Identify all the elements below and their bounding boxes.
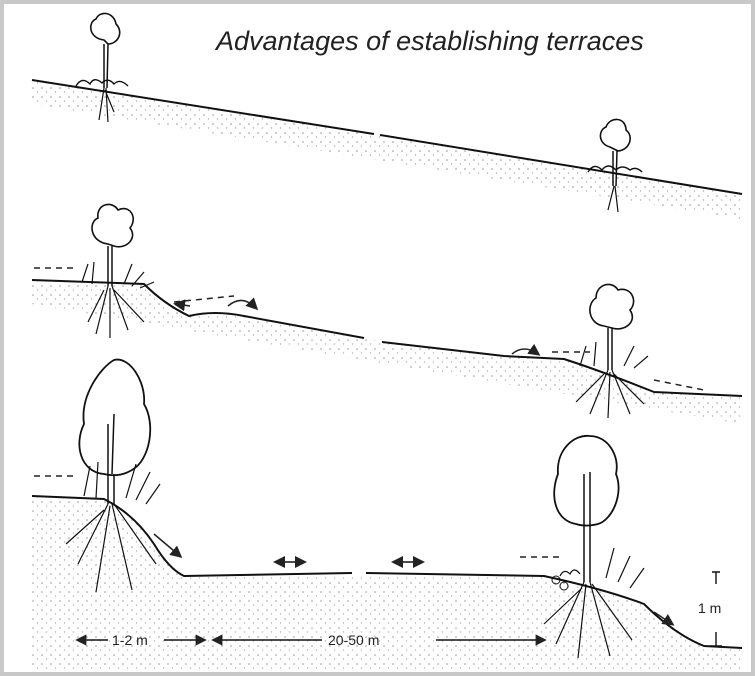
- stage-3-established: 1-2 m 20-50 m 1 m: [32, 360, 742, 672]
- height-label: 1 m: [698, 600, 721, 616]
- terrace-width-label: 20-50 m: [328, 632, 379, 648]
- dimension-height: 1 m: [698, 572, 722, 646]
- bank-width-label: 1-2 m: [112, 632, 148, 648]
- stage-1-slope: [32, 13, 742, 219]
- terrace-illustration: 1-2 m 20-50 m 1 m: [4, 4, 755, 680]
